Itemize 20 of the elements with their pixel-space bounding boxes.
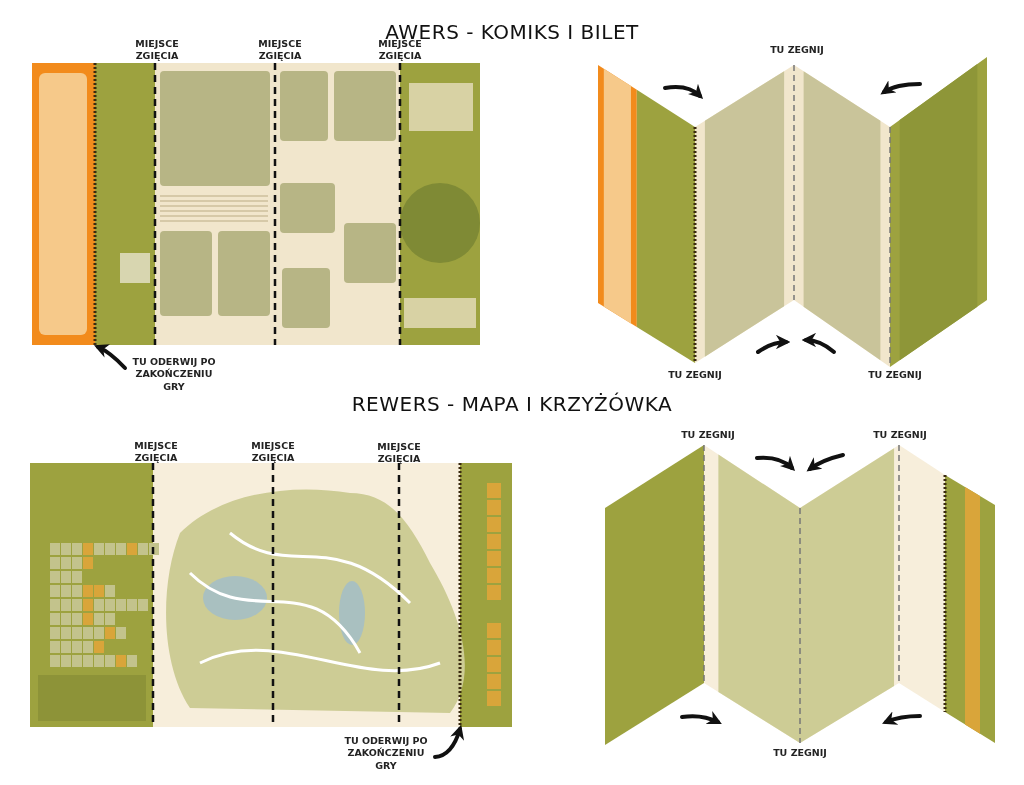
fold-label: TU ZEGNIJ bbox=[872, 429, 928, 441]
fold-label: TU ZEGNIJ bbox=[867, 369, 923, 381]
folded-brochure-front-drawing bbox=[597, 55, 989, 369]
fold-label: TU ZEGNIJ bbox=[667, 369, 723, 381]
instruction-text: TU ODERWIJ PO ZAKOŃCZENIU GRY bbox=[128, 356, 220, 394]
fold-label: MIEJSCE ZGIĘCIA bbox=[376, 441, 422, 465]
fold-label: MIEJSCE ZGIĘCIA bbox=[250, 440, 296, 464]
fold-label: MIEJSCE ZGIĘCIA bbox=[257, 38, 303, 62]
fold-label: MIEJSCE ZGIĘCIA bbox=[134, 38, 180, 62]
section-heading: REWERS - MAPA I KRZYŻÓWKA bbox=[350, 392, 674, 416]
folded-brochure-map-drawing bbox=[604, 444, 996, 746]
fold-label: MIEJSCE ZGIĘCIA bbox=[133, 440, 179, 464]
instruction-text: TU ODERWIJ PO ZAKOŃCZENIU GRY bbox=[340, 735, 432, 773]
fold-label: TU ZEGNIJ bbox=[769, 44, 825, 56]
curved-arrow bbox=[433, 724, 464, 759]
brochure-map-drawing bbox=[30, 463, 512, 727]
brochure-front-drawing bbox=[32, 63, 480, 345]
curved-arrow bbox=[94, 344, 127, 370]
fold-label: TU ZEGNIJ bbox=[772, 747, 828, 759]
fold-label: TU ZEGNIJ bbox=[680, 429, 736, 441]
